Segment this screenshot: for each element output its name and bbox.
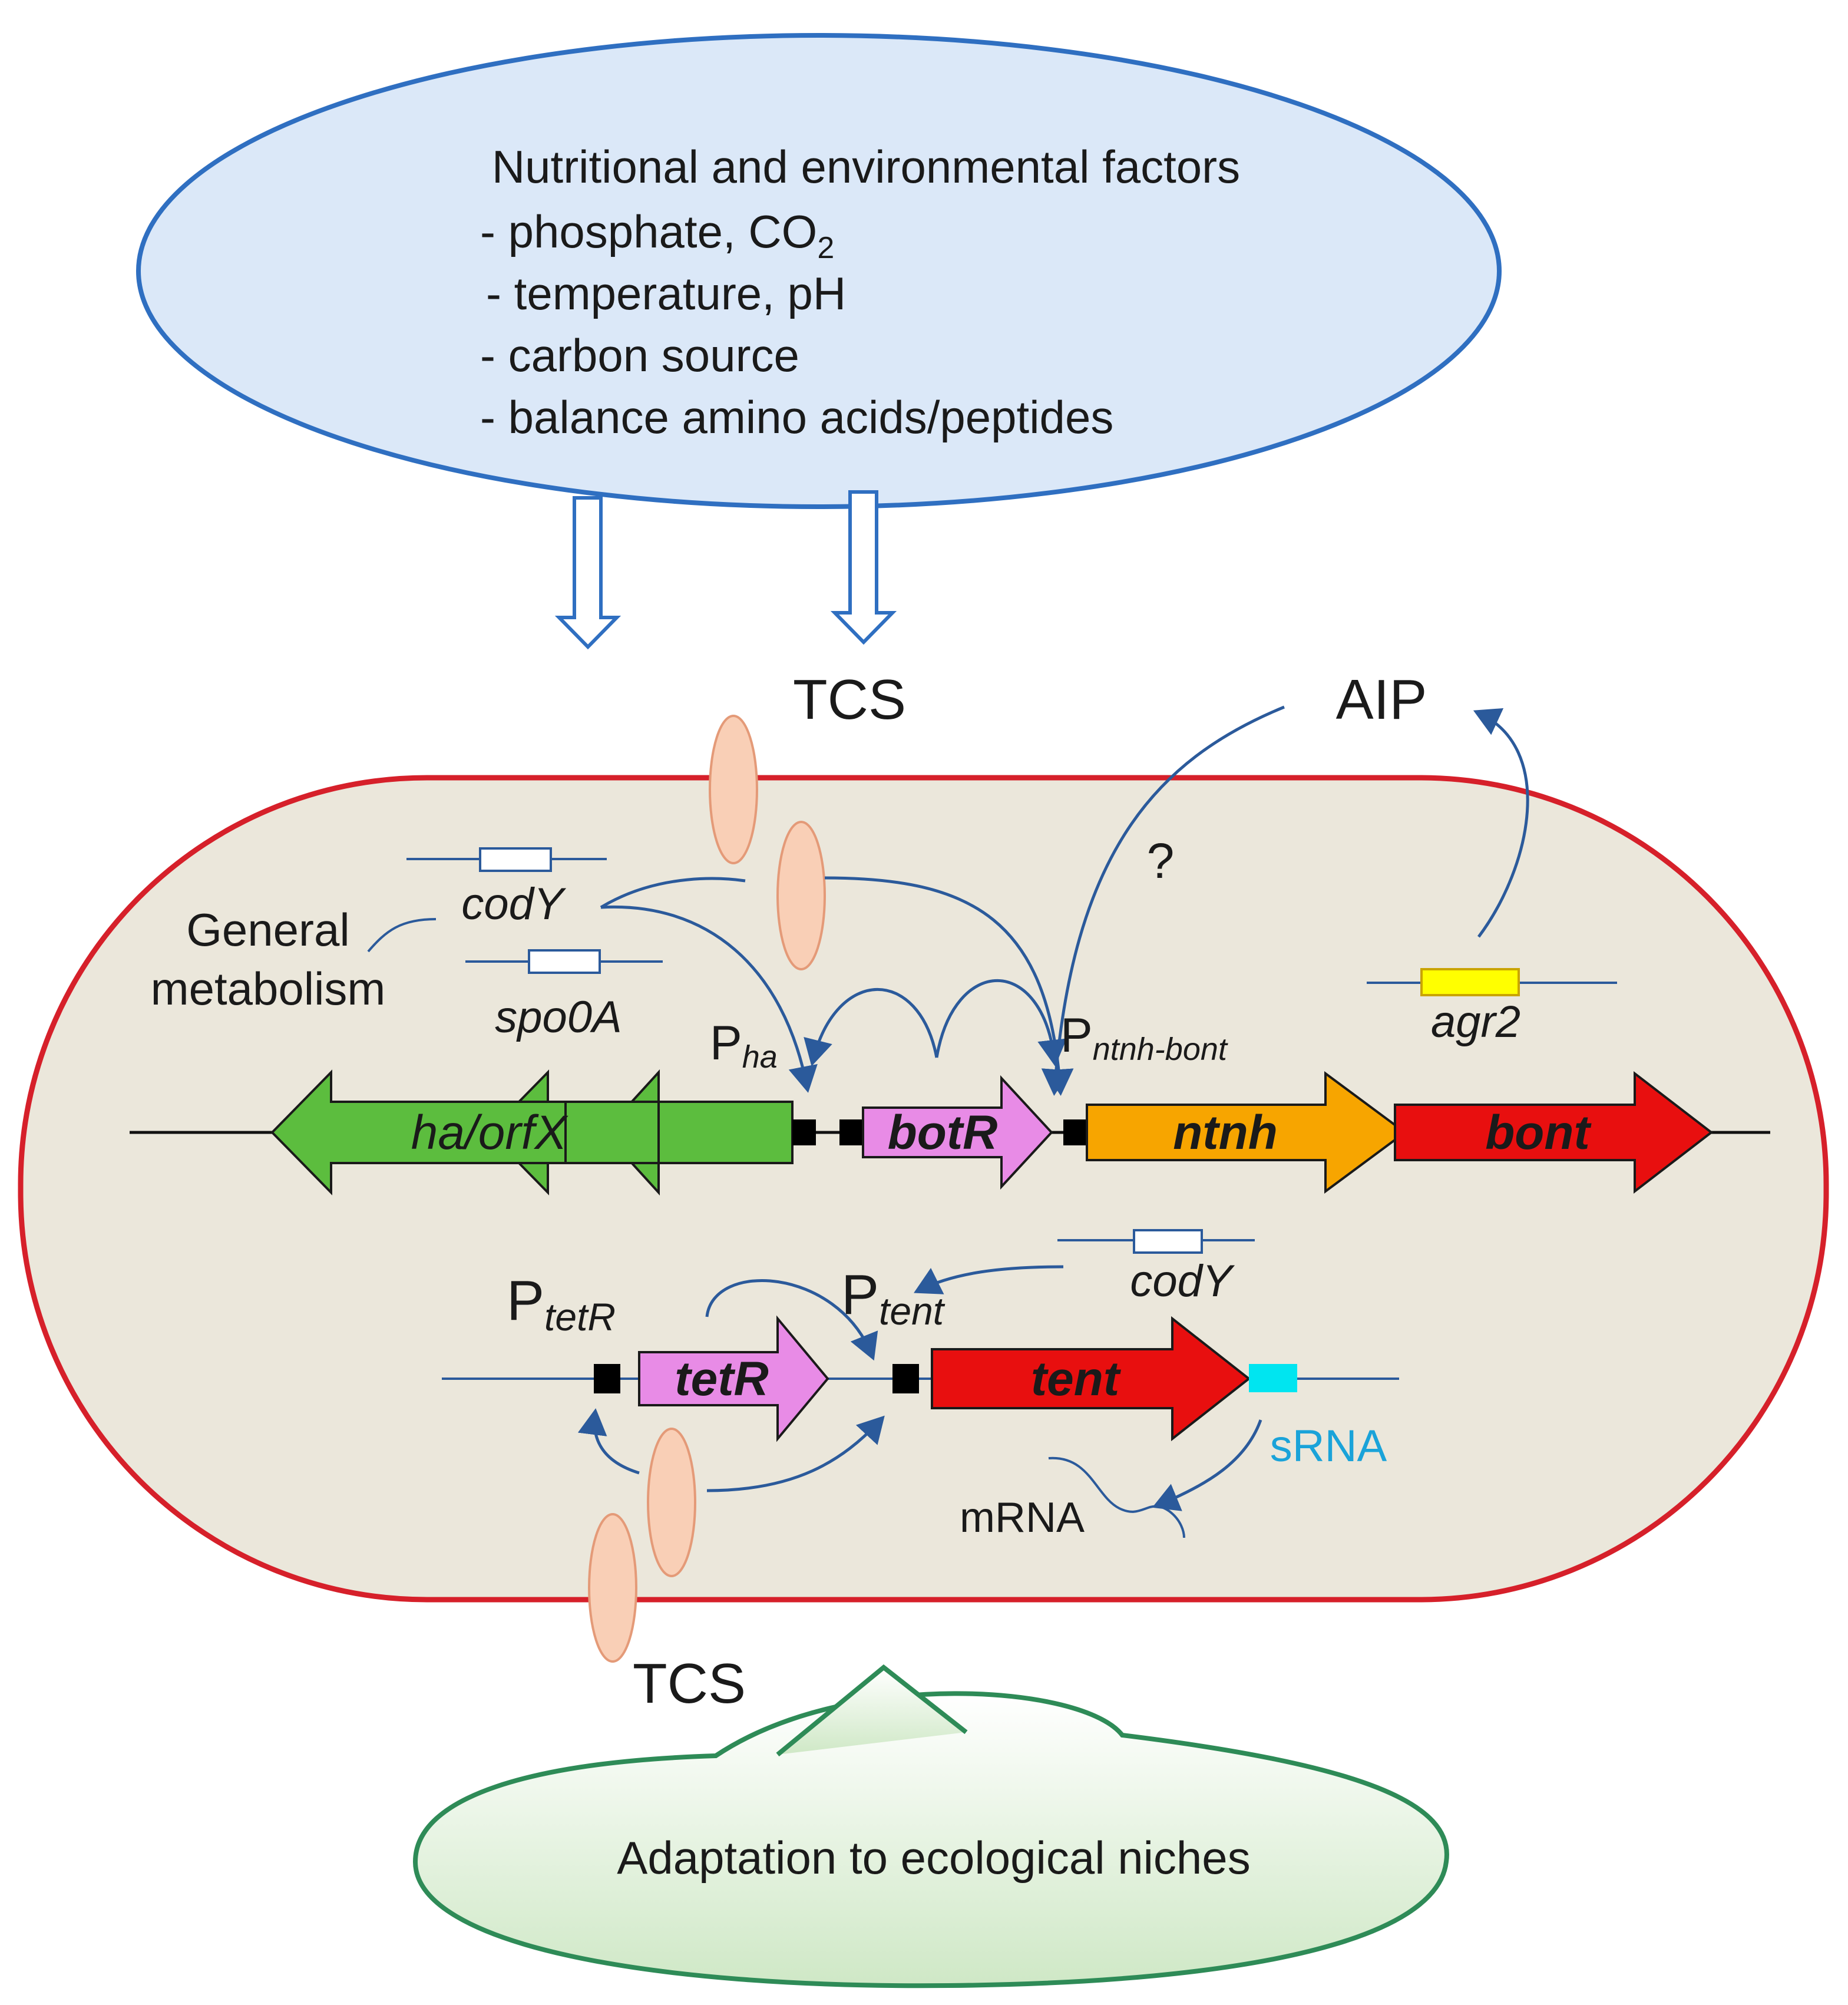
promoter-ha-label: Pha [710, 1016, 778, 1075]
niches-callout [412, 1691, 1449, 1989]
promoter-ntnh-bont-label: Pntnh-bont [1060, 1009, 1228, 1067]
tcs-protein-top-inner [776, 821, 826, 970]
arrow-cody-to-pha [600, 905, 818, 1093]
arrow-botr-to-pntnh [935, 979, 1067, 1066]
gene-bont-label: bont [1485, 1106, 1592, 1160]
promoter-box-ha [792, 1119, 816, 1145]
srna-label: sRNA [1270, 1421, 1387, 1471]
general-metabolism-line2: metabolism [151, 963, 386, 1015]
gene-tent-arrow [931, 1316, 1251, 1442]
niches-callout-spike [776, 1664, 968, 1757]
down-arrow-right [830, 490, 897, 645]
gene-bont-arrow [1394, 1071, 1714, 1194]
factor-balance: - balance amino acids/peptides [480, 391, 1113, 443]
agr2-label: agr2 [1431, 997, 1520, 1047]
arrow-tcs-to-pntnh [824, 876, 1074, 1096]
cody-top-box [479, 847, 552, 872]
arrow-agr2-to-aip [1473, 708, 1529, 938]
cody-top-label: codY [461, 879, 567, 929]
arrow-srna-to-mrna [1152, 1419, 1262, 1511]
spo0a-label: spo0A [495, 992, 622, 1042]
niches-text: Adaptation to ecological niches [617, 1832, 1250, 1884]
gene-tent-label: tent [1031, 1352, 1122, 1406]
cody-bottom-box [1133, 1229, 1203, 1254]
gene-botr-label: botR [888, 1106, 998, 1160]
agr2-box [1420, 968, 1520, 996]
factor-temperature: - temperature, pH [486, 267, 846, 319]
tcs-bottom-label: TCS [633, 1652, 746, 1715]
cody-bottom-label: codY [1130, 1256, 1235, 1306]
factors-ellipse [136, 33, 1502, 509]
tcs-protein-bottom-inner [647, 1428, 696, 1577]
srna-box [1249, 1364, 1297, 1392]
arrow-tcs-to-ptent [706, 1415, 885, 1492]
arrow-aip-to-pntnh [1041, 705, 1285, 1096]
promoter-tetr-label: PtetR [507, 1269, 616, 1339]
promoter-box-botr [839, 1119, 863, 1145]
arrow-cody-to-ptent [914, 1265, 1064, 1294]
arrow-tcs-to-ptetr [577, 1408, 640, 1475]
factor-phosphate: - phosphate, CO2 [480, 206, 834, 265]
promoter-box-tetr [594, 1364, 620, 1393]
gene-tetr-arrow [638, 1315, 829, 1442]
spo0a-box [528, 949, 601, 974]
general-metabolism-line1: General [186, 904, 350, 956]
promoter-box-tent [892, 1364, 919, 1393]
mrna-label: mRNA [960, 1494, 1085, 1541]
factor-carbon-source: - carbon source [480, 329, 799, 381]
promoter-box-ntnh [1063, 1119, 1087, 1145]
arrow-tetr-to-ptent [705, 1279, 878, 1361]
gene-ha-orfx-label: ha/orfX [411, 1106, 569, 1160]
metabolism-connector [367, 918, 437, 953]
gene-ha-arrow-1 [270, 1069, 567, 1195]
arrow-botr-to-pha [804, 987, 938, 1066]
gene-botr-arrow [862, 1075, 1053, 1190]
gene-ntnh-arrow [1086, 1071, 1407, 1194]
down-arrow-left [554, 496, 621, 650]
aip-label: AIP [1336, 668, 1427, 731]
mrna-squiggle [1048, 1456, 1185, 1538]
question-mark: ? [1147, 833, 1175, 888]
gene-tetr-label: tetR [675, 1352, 768, 1406]
tcs-protein-bottom-outer [588, 1513, 637, 1663]
gene-ntnh-label: ntnh [1173, 1106, 1278, 1160]
arrow-cody-to-pntnh [600, 877, 746, 909]
cell-body [18, 775, 1829, 1603]
factors-title: Nutritional and environmental factors [492, 141, 1240, 193]
tcs-top-label: TCS [793, 668, 906, 731]
tcs-protein-top-outer [709, 715, 758, 864]
